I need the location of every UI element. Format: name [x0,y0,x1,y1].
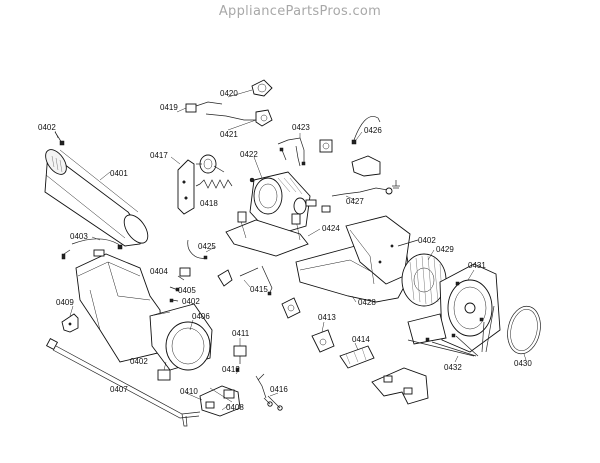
part-0410-0408-gas-valve[interactable] [157,369,241,417]
part-0421-sensor[interactable] [205,109,273,127]
part-0419-thermostat[interactable] [185,101,223,113]
part-0420-thermal-fuse[interactable] [251,79,273,97]
label-0431: 0431 [468,261,486,270]
part-0423-harness[interactable] [277,137,306,167]
part-0409-bracket[interactable] [61,313,79,333]
label-0414: 0414 [352,335,370,344]
label-0403: 0403 [70,232,88,241]
label-0418: 0418 [200,199,218,208]
label-0426: 0426 [364,126,382,135]
label-0424: 0424 [322,224,340,233]
part-0431-rear-cover[interactable] [407,263,501,353]
part-0413-bracket[interactable] [311,329,335,353]
label-0430: 0430 [514,359,532,368]
part-0415-sensor[interactable] [281,297,301,319]
part-0406-burner-housing[interactable] [75,249,213,371]
label-0421: 0421 [220,130,238,139]
label-0408: 0408 [226,403,244,412]
part-0401-duct[interactable] [41,146,152,247]
label-0409: 0409 [56,298,74,307]
part-0402-screw-b[interactable] [397,239,419,247]
part-0424-motor-mount[interactable] [225,211,309,257]
part-0425-wire[interactable] [187,239,208,260]
label-0402-b: 0402 [418,236,436,245]
part-0404-switch[interactable] [177,267,191,281]
part-0407-gas-pipe[interactable] [45,337,201,427]
label-0411: 0411 [232,329,250,338]
label-0404: 0404 [150,267,168,276]
label-0405: 0405 [178,286,196,295]
label-0428: 0428 [358,298,376,307]
part-0427-wire-ground[interactable] [321,155,400,213]
label-0406: 0406 [192,312,210,321]
part-0417-idler-bracket[interactable] [177,154,225,215]
part-0403-wire[interactable] [61,238,123,260]
label-0419: 0419 [160,103,178,112]
label-0410: 0410 [180,387,198,396]
label-0429: 0429 [436,245,454,254]
label-0420: 0420 [220,89,238,98]
label-0401: 0401 [110,169,128,178]
part-0432-screws[interactable] [407,281,495,357]
label-0413: 0413 [318,313,336,322]
label-0402-a: 0402 [38,123,56,132]
label-0416: 0416 [270,385,288,394]
part-0415-wire[interactable] [217,265,273,296]
label-0402-c: 0402 [182,297,200,306]
label-0415: 0415 [250,285,268,294]
label-0402-d: 0402 [130,357,148,366]
part-0426-switch[interactable] [319,116,381,153]
watermark: AppliancePartsPros.com [218,4,382,19]
label-0417: 0417 [150,151,168,160]
part-labels: 0402 0419 0420 0421 0423 0426 0417 0422 … [38,89,532,412]
part-0414-bracket-plate[interactable] [371,367,429,405]
part-0430-seal[interactable] [503,303,544,357]
label-0422: 0422 [240,150,258,159]
label-0425: 0425 [198,242,216,251]
part-0418-spring[interactable] [195,179,233,189]
part-0429-blower-wheel[interactable] [401,253,447,307]
part-0412-screw[interactable] [235,367,240,372]
part-0402-screw-c[interactable] [169,298,179,303]
part-0414-tube[interactable] [339,345,375,369]
part-0416-harness[interactable] [255,373,283,411]
part-0428-blower-housing[interactable] [295,215,411,303]
part-0411-igniter[interactable] [233,345,247,364]
label-0423: 0423 [292,123,310,132]
label-0412: 0412 [222,365,240,374]
label-0432: 0432 [444,363,462,372]
leader-lines [54,89,527,411]
part-0405-screw[interactable] [169,286,180,292]
label-0427: 0427 [346,197,364,206]
label-0407: 0407 [110,385,128,394]
